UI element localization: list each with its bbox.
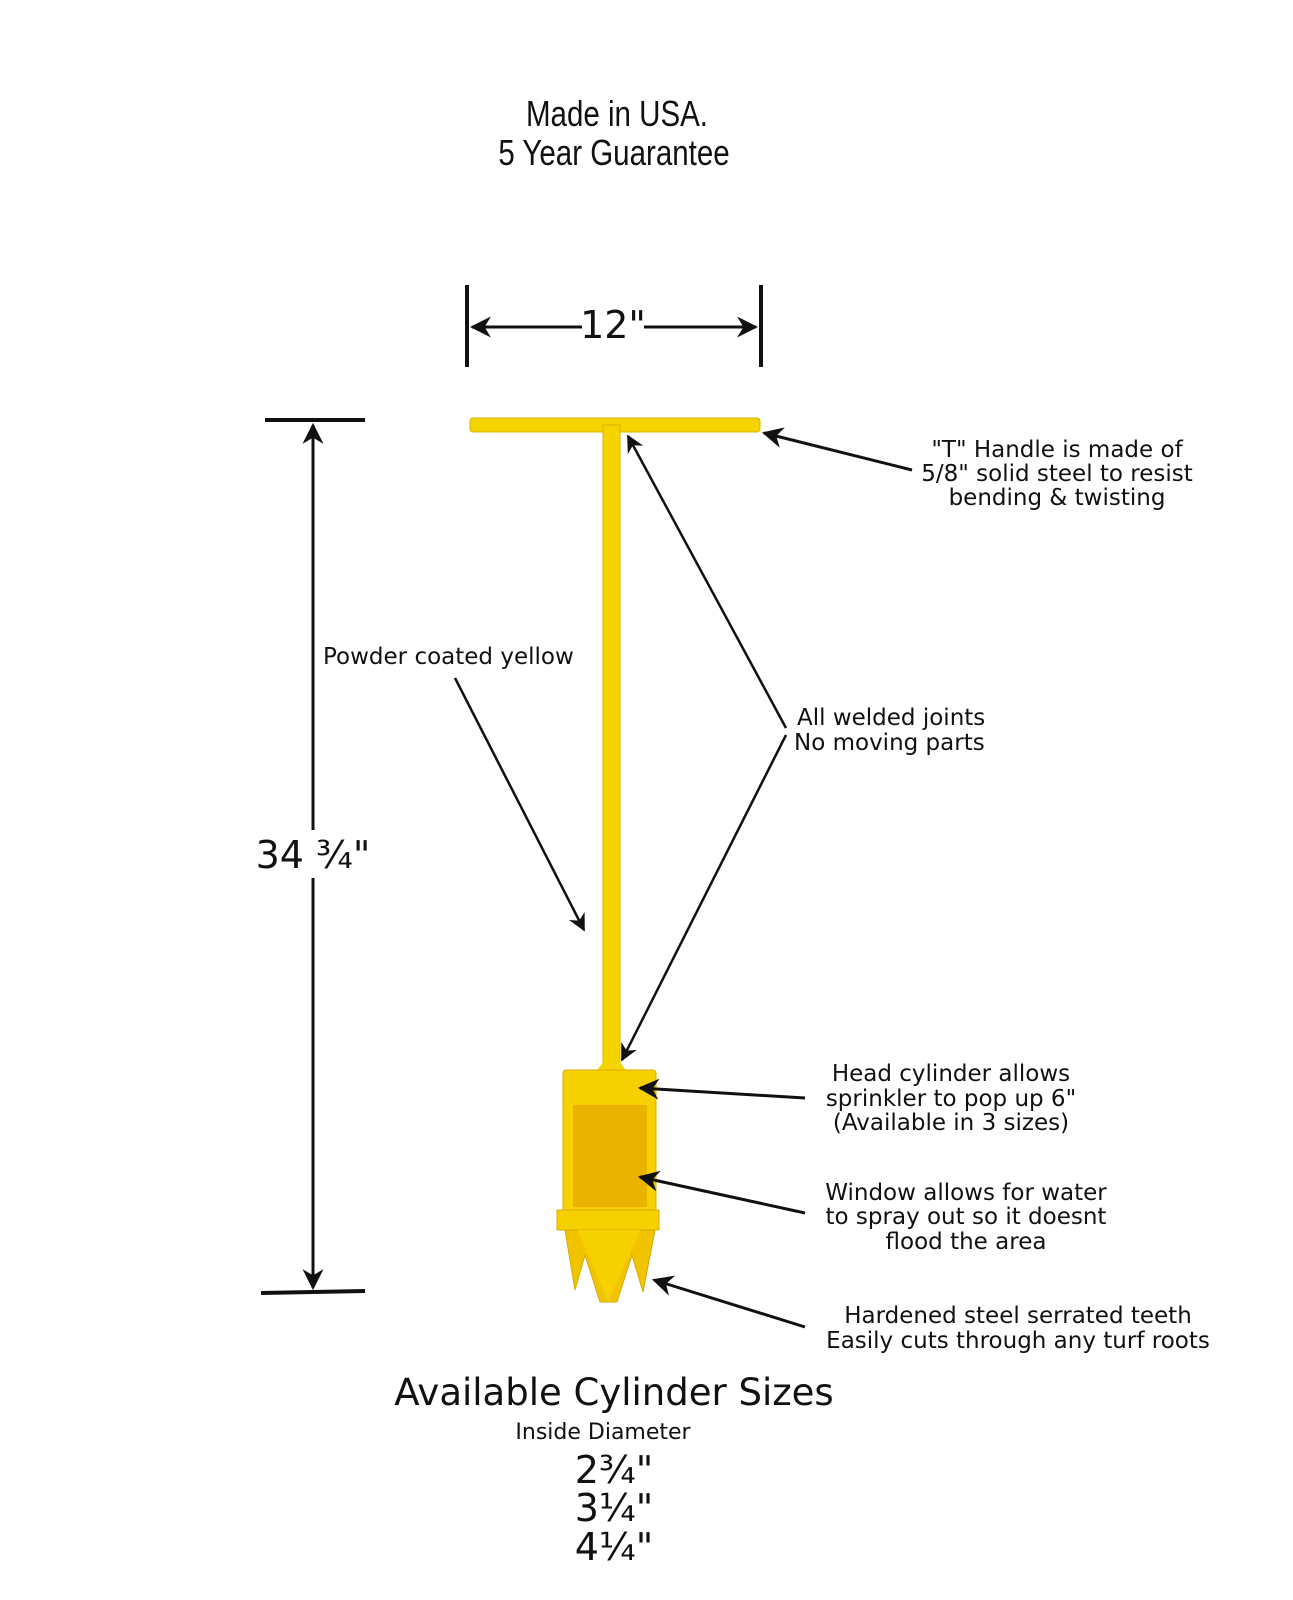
made-in-usa-text: Made in USA. xyxy=(526,93,708,133)
window-callout: Window allows for water to spray out so … xyxy=(825,1180,1107,1255)
joints-callout: All welded joints No moving parts xyxy=(794,705,985,756)
cylinder-callout-line: (Available in 3 sizes) xyxy=(833,1110,1069,1136)
window-callout-line: flood the area xyxy=(886,1229,1047,1255)
coating-callout: Powder coated yellow xyxy=(323,644,574,670)
height-label: 34 ¾" xyxy=(256,833,371,877)
cylinder-callout: Head cylinder allows sprinkler to pop up… xyxy=(826,1061,1076,1136)
handle-arrow xyxy=(761,427,913,472)
teeth-callout-line: Easily cuts through any turf roots xyxy=(826,1328,1210,1354)
size-item: 2¾" xyxy=(575,1448,654,1492)
window-callout-line: to spray out so it doesnt xyxy=(826,1204,1107,1230)
coating-arrow xyxy=(453,677,586,932)
cylinder-callout-line: Head cylinder allows xyxy=(832,1061,1070,1087)
cylinder-callout-line: sprinkler to pop up 6" xyxy=(826,1086,1076,1112)
cylinder-arrow xyxy=(637,1078,806,1100)
joints-callout-line: No moving parts xyxy=(794,730,985,756)
bulb-planter-tool xyxy=(469,417,761,1303)
handle-callout-line: bending & twisting xyxy=(949,485,1166,511)
guarantee-text: 5 Year Guarantee xyxy=(498,132,729,172)
window-callout-line: Window allows for water xyxy=(825,1180,1107,1206)
handle-callout: "T" Handle is made of 5/8" solid steel t… xyxy=(921,437,1193,511)
window-arrow xyxy=(637,1170,806,1215)
size-item: 3¼" xyxy=(575,1486,654,1530)
teeth-callout-line: Hardened steel serrated teeth xyxy=(844,1303,1192,1329)
teeth-arrow xyxy=(651,1275,806,1329)
size-item: 4¼" xyxy=(575,1525,654,1569)
handle-callout-line: 5/8" solid steel to resist xyxy=(921,461,1193,487)
height-dimension: 34 ¾" xyxy=(256,418,371,1295)
sizes-title: Available Cylinder Sizes xyxy=(394,1371,833,1414)
width-label: 12" xyxy=(580,303,646,347)
sizes-subtitle: Inside Diameter xyxy=(515,1420,691,1445)
handle-callout-line: "T" Handle is made of xyxy=(931,437,1183,463)
joints-arrow-bottom xyxy=(620,734,788,1062)
joints-callout-line: All welded joints xyxy=(797,705,985,731)
teeth-callout: Hardened steel serrated teeth Easily cut… xyxy=(826,1303,1210,1354)
width-dimension: 12" xyxy=(465,285,763,367)
joints-arrow-top xyxy=(626,434,788,729)
